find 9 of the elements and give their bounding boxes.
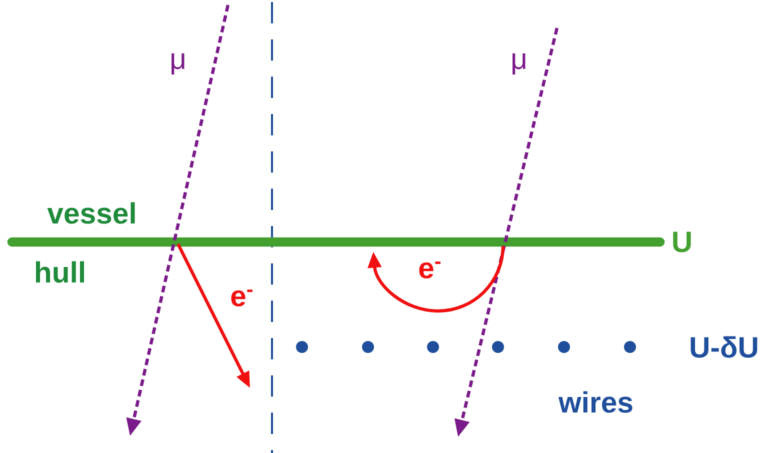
- particle-label: μ: [172, 53, 184, 75]
- surface-label: vessel: [47, 202, 135, 224]
- particle-label: e$^{-}$: [419, 262, 440, 278]
- particle-label: e$^{-}$: [231, 290, 252, 306]
- surface-label: hull: [36, 261, 84, 283]
- potential-label: U-δU: [690, 336, 758, 358]
- particle-label: μ: [512, 53, 526, 75]
- wire-label: wires: [558, 391, 632, 413]
- potential-label: U: [673, 232, 691, 252]
